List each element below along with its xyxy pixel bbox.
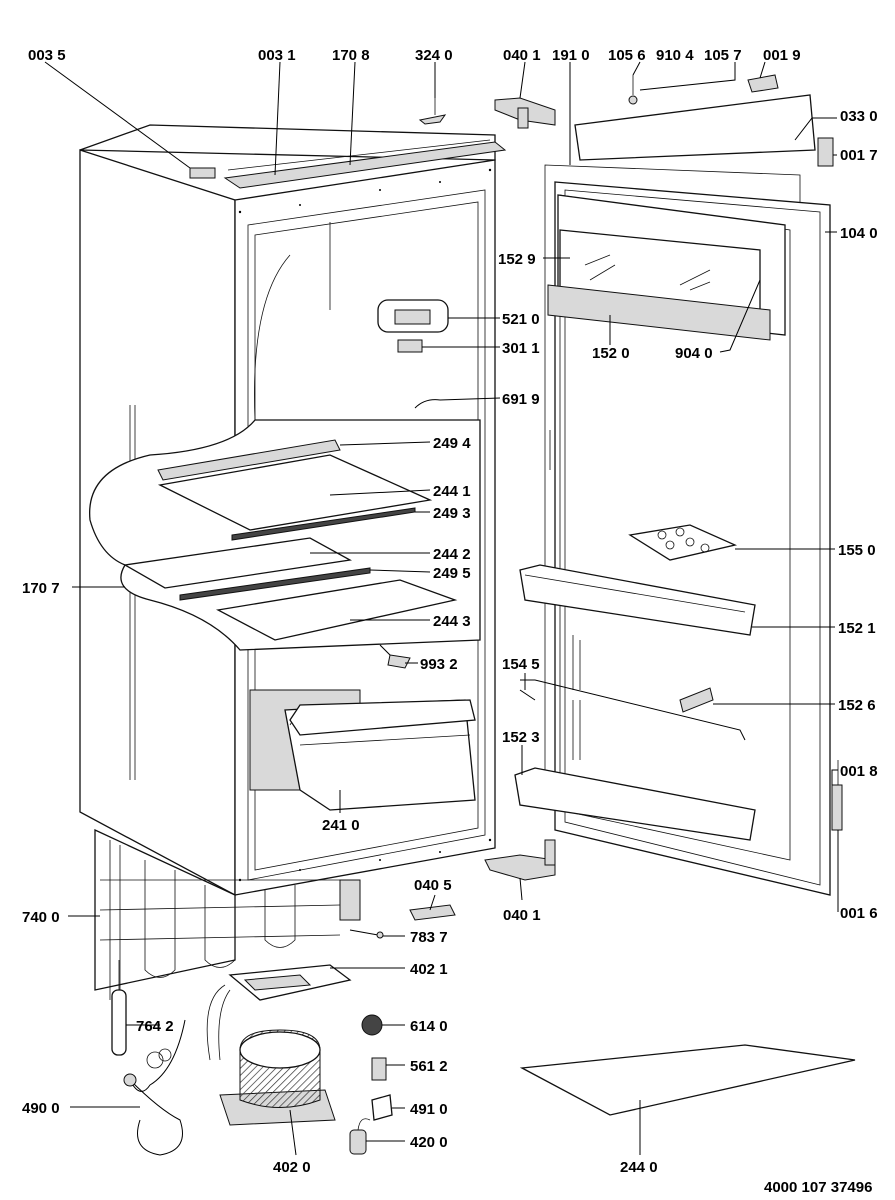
part-label: 191 0 [552, 47, 590, 64]
part-label: 152 9 [498, 251, 536, 268]
sensor [379, 644, 411, 669]
part-label: 003 1 [258, 47, 296, 64]
shelf-area [89, 419, 481, 651]
part-label: 040 1 [503, 47, 541, 64]
part-label: 764 2 [136, 1018, 174, 1035]
condenser [94, 828, 361, 1005]
part-label: 001 7 [840, 147, 878, 164]
part-label: 561 2 [410, 1058, 448, 1075]
capillary-sensor [111, 960, 127, 1056]
part-label: 040 1 [503, 907, 541, 924]
part-label: 040 5 [414, 877, 452, 894]
part-label: 152 3 [502, 729, 540, 746]
part-label: 152 6 [838, 697, 876, 714]
part-label: 244 3 [433, 613, 471, 630]
part-label: 105 6 [608, 47, 646, 64]
glass-plate [519, 1044, 856, 1116]
thermostat [377, 299, 449, 353]
hinge-bottom [484, 839, 556, 881]
part-label: 691 9 [502, 391, 540, 408]
part-label: 521 0 [502, 311, 540, 328]
part-label: 104 0 [840, 225, 878, 242]
part-label: 783 7 [410, 929, 448, 946]
part-label: 740 0 [22, 909, 60, 926]
part-labels: 003 5 003 1 170 8 324 0 040 1 191 0 105 … [22, 47, 878, 1196]
part-label: 244 1 [433, 483, 471, 500]
compressor-tray [228, 964, 352, 1001]
part-label: 241 0 [322, 817, 360, 834]
part-label: 249 4 [433, 435, 471, 452]
part-label: 420 0 [410, 1134, 448, 1151]
power-cord [123, 1019, 186, 1156]
part-label: 244 0 [620, 1159, 658, 1176]
part-label: 249 3 [433, 505, 471, 522]
part-label: 001 9 [763, 47, 801, 64]
crisper-drawer [249, 689, 476, 811]
part-label: 993 2 [420, 656, 458, 673]
part-label: 244 2 [433, 546, 471, 563]
part-label: 249 5 [433, 565, 471, 582]
part-label: 491 0 [410, 1101, 448, 1118]
compressor [206, 984, 336, 1126]
door [514, 74, 843, 896]
small-parts [349, 98, 456, 1155]
part-label: 003 5 [28, 47, 66, 64]
hinge-top [494, 97, 556, 129]
part-label: 301 1 [502, 340, 540, 357]
part-label: 402 0 [273, 1159, 311, 1176]
part-label: 001 8 [840, 763, 878, 780]
part-label: 324 0 [415, 47, 453, 64]
part-label: 170 7 [22, 580, 60, 597]
part-label: 001 6 [840, 905, 878, 922]
part-label: 490 0 [22, 1100, 60, 1117]
part-label: 910 4 [656, 47, 694, 64]
document-number: 4000 107 37496 [764, 1179, 872, 1196]
part-label: 170 8 [332, 47, 370, 64]
part-label: 152 1 [838, 620, 876, 637]
part-label: 904 0 [675, 345, 713, 362]
part-label: 105 7 [704, 47, 742, 64]
part-label: 154 5 [502, 656, 540, 673]
part-label: 155 0 [838, 542, 876, 559]
leader-lines [44, 61, 839, 1156]
part-label: 033 0 [840, 108, 878, 125]
part-label: 614 0 [410, 1018, 448, 1035]
part-label: 402 1 [410, 961, 448, 978]
part-label: 152 0 [592, 345, 630, 362]
